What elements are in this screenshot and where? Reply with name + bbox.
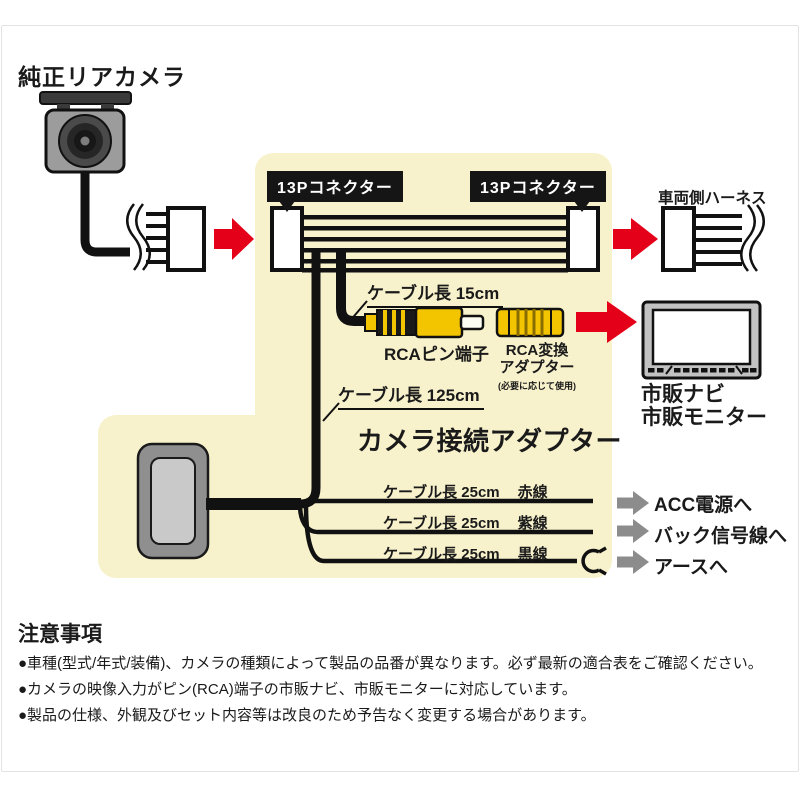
vehicle-harness-label: 車両側ハーネス: [658, 190, 767, 207]
branch-wire-color: 黒線: [517, 546, 548, 563]
branch-wire-color: 赤線: [517, 484, 548, 501]
rca-adapter-label-line2: アダプター: [499, 359, 575, 376]
note-item: ●製品の仕様、外観及びセット内容等は改良のため予告なく変更する場合があります。: [18, 707, 596, 724]
monitor-label: 市販ナビ 市販モニター: [641, 383, 767, 429]
rca-adapter-label: RCA変換 アダプター (必要に応じて使用): [498, 342, 576, 395]
adapter-product-title: カメラ接続アダプター: [357, 426, 623, 456]
branch-label-purple: ケーブル長 25cm 紫線: [383, 512, 548, 533]
image-frame: [1, 25, 799, 772]
rca-adapter-note: (必要に応じて使用): [498, 381, 576, 391]
connector-tag-left-label: 13Pコネクター: [277, 180, 393, 197]
tag-tail-icon: [573, 201, 590, 212]
connector-tag-right: 13Pコネクター: [470, 171, 606, 212]
camera-title: 純正リアカメラ: [18, 64, 186, 90]
branch-label-red: ケーブル長 25cm 赤線: [383, 481, 548, 502]
branch-label-black: ケーブル長 25cm 黒線: [383, 543, 548, 564]
cable-15cm-label: ケーブル長 15cm: [367, 279, 504, 308]
destination-acc: ACC電源へ: [654, 495, 753, 516]
rca-pin-label: RCAピン端子: [384, 345, 489, 364]
destination-ground: アースへ: [654, 557, 728, 578]
monitor-label-line2: 市販モニター: [641, 406, 767, 429]
rca-adapter-label-line1: RCA変換: [505, 342, 569, 359]
branch-cable-length: ケーブル長 25cm: [383, 546, 500, 563]
connector-tag-left: 13Pコネクター: [267, 171, 403, 212]
monitor-label-line1: 市販ナビ: [641, 383, 725, 406]
notes-heading: 注意事項: [18, 623, 102, 646]
branch-cable-length: ケーブル長 25cm: [383, 515, 500, 532]
destination-reverse-signal: バック信号線へ: [654, 526, 788, 547]
cable-125cm-label: ケーブル長 125cm: [338, 381, 484, 410]
tag-tail-icon: [279, 201, 295, 212]
branch-cable-length: ケーブル長 25cm: [383, 484, 500, 501]
connector-tag-right-label: 13Pコネクター: [480, 180, 596, 197]
note-item: ●車種(型式/年式/装備)、カメラの種類によって製品の品番が異なります。必ず最新…: [18, 655, 763, 672]
note-item: ●カメラの映像入力がピン(RCA)端子の市販ナビ、市販モニターに対応しています。: [18, 681, 577, 698]
branch-wire-color: 紫線: [517, 515, 548, 532]
